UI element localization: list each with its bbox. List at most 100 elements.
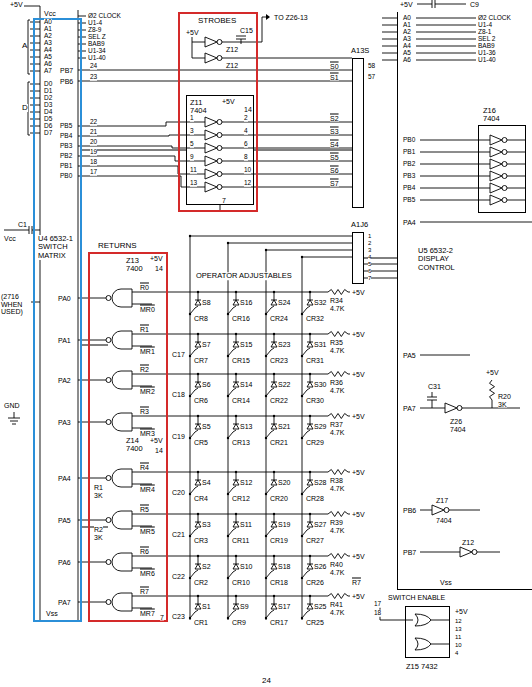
signal-label: C21: [172, 531, 185, 538]
wire: [132, 472, 328, 473]
signal-label: 4.7K: [330, 569, 344, 576]
junction-dot: [265, 617, 267, 619]
wire: [112, 511, 132, 529]
wire: [307, 342, 313, 347]
wire: [228, 243, 352, 244]
signal-label: CR23: [270, 357, 288, 364]
signal-label: R37: [330, 421, 343, 428]
wire: [416, 39, 476, 40]
wire: [228, 243, 229, 620]
wire: [420, 152, 490, 153]
wire: [274, 416, 275, 424]
signal-label: CR30: [306, 397, 324, 404]
inversion-bubble: [217, 56, 222, 61]
junction-dot: [309, 415, 311, 417]
signal-label: GND: [4, 402, 20, 409]
wire: [195, 430, 198, 432]
signal-label: A2: [44, 33, 52, 40]
junction-dot: [265, 355, 267, 357]
wire: [78, 16, 86, 17]
wire: [192, 58, 205, 59]
wire: [30, 133, 40, 134]
signal-label: 7404: [450, 426, 466, 433]
wire: [222, 122, 352, 123]
signal-label: R40: [330, 561, 343, 568]
wire: [195, 522, 201, 527]
signal-label: BAB9: [478, 43, 495, 50]
wire: [30, 112, 40, 113]
inversion-bubble: [217, 159, 222, 164]
signal-label: S13: [240, 423, 252, 430]
signal-label: +5V: [400, 1, 413, 8]
signal-label: S27: [314, 521, 326, 528]
wire: [236, 596, 237, 604]
wire: [233, 570, 236, 572]
signal-label: S1: [330, 74, 339, 81]
junction-dot: [273, 513, 275, 515]
junction-dot: [309, 595, 311, 597]
junction-dot: [265, 535, 267, 537]
ic-package: Z13 7400: [108, 256, 166, 434]
wire: [195, 610, 198, 612]
wire: [112, 469, 132, 487]
signal-label: MR5: [140, 528, 155, 535]
wire: [310, 514, 311, 522]
wire: [328, 414, 348, 419]
signal-label: +5V: [10, 1, 23, 8]
junction-dot: [235, 595, 237, 597]
signal-label: 12: [244, 180, 251, 187]
junction-dot: [301, 493, 303, 495]
signal-label: R7: [352, 579, 361, 586]
inversion-bubble: [106, 296, 111, 301]
signal-label: CR17: [270, 619, 288, 626]
wire: [205, 130, 217, 140]
signal-label: 7404: [436, 517, 452, 524]
wire: [348, 334, 350, 335]
inversion-bubble: [217, 40, 222, 45]
signal-label: PB1: [60, 163, 72, 170]
signal-label: U1-40: [88, 55, 106, 62]
wire: [78, 10, 79, 620]
signal-label: A3: [44, 40, 52, 47]
inversion-bubble: [457, 406, 462, 411]
signal-label: 10: [244, 167, 251, 174]
signal-label: R1: [94, 484, 103, 491]
signal-label: 11: [455, 634, 461, 640]
junction-dot: [309, 555, 311, 557]
junction-dot: [197, 471, 199, 473]
wire: [274, 374, 275, 382]
wire: [195, 486, 198, 488]
part-label: Z14 7400: [126, 437, 150, 454]
ic-package: Z14 7400: [108, 436, 166, 618]
wire: [348, 472, 350, 473]
junction-dot: [227, 437, 229, 439]
wire: [132, 374, 328, 375]
signal-label: 5: [190, 141, 194, 148]
signal-label: 3K: [94, 492, 103, 499]
wire: [302, 257, 352, 258]
wire: [205, 182, 217, 192]
signal-label: U1-40: [478, 57, 496, 64]
junction-dot: [197, 415, 199, 417]
wire: [415, 614, 431, 626]
wire: [236, 36, 246, 37]
part-label: A1J6: [351, 221, 368, 229]
wire: [307, 610, 310, 612]
signal-label: S7: [202, 341, 211, 348]
wire: [190, 236, 352, 237]
signal-label: 4.7K: [330, 429, 344, 436]
inversion-bubble: [106, 476, 111, 481]
junction-dot: [227, 355, 229, 357]
signal-label: CR22: [270, 397, 288, 404]
wire: [507, 188, 526, 189]
wire: [416, 25, 476, 26]
wire: [195, 300, 201, 305]
signal-label: 7: [222, 197, 226, 204]
signal-label: CR2: [194, 579, 208, 586]
wire: [432, 400, 433, 408]
signal-label: C22: [172, 573, 185, 580]
signal-label: PB2: [403, 161, 415, 168]
signal-label: 17: [374, 601, 381, 608]
signal-label: Ø2 CLOCK: [88, 13, 121, 20]
wire: [420, 355, 470, 356]
